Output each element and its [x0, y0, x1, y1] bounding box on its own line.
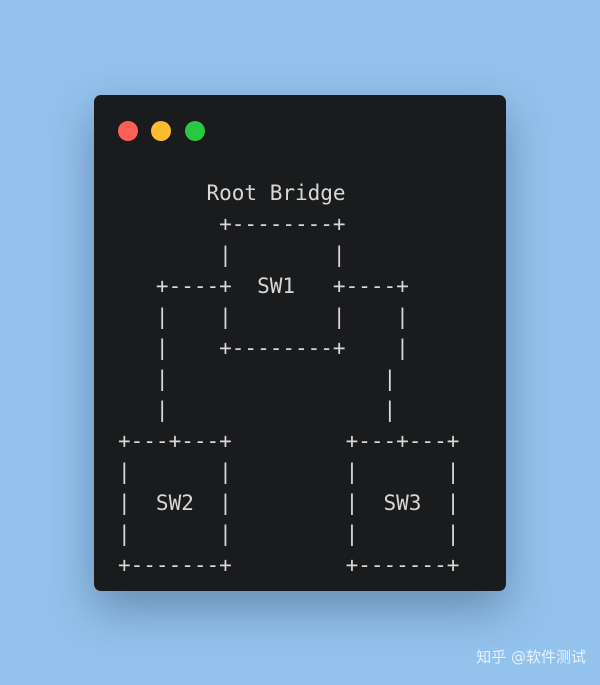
- diagram-line-sw1-side-lower: | | | |: [118, 305, 409, 329]
- close-button[interactable]: [118, 121, 138, 141]
- diagram-line-link-1: | |: [118, 367, 397, 391]
- diagram-line-sw2-sw3-top: +---+---+ +---+---+: [118, 429, 460, 453]
- diagram-line-sw2-sw3-side-lower: | | | |: [118, 522, 460, 546]
- diagram-line-sw1-bottom: | +--------+ |: [118, 336, 409, 360]
- diagram-line-root-label: Root Bridge: [118, 181, 346, 205]
- diagram-line-sw1-top: +--------+: [118, 212, 346, 236]
- diagram-line-link-2: | |: [118, 398, 397, 422]
- diagram-line-sw2-sw3-side: | | | |: [118, 460, 460, 484]
- terminal-window: Root Bridge +--------+ | | +----+ SW1 +-…: [94, 95, 506, 591]
- diagram-line-sw1-label: +----+ SW1 +----+: [118, 274, 409, 298]
- diagram-line-sw1-side: | |: [118, 243, 346, 267]
- watermark-text: 知乎 @软件测试: [476, 648, 586, 666]
- minimize-button[interactable]: [151, 121, 171, 141]
- diagram-line-sw2-sw3-label: | SW2 | | SW3 |: [118, 491, 460, 515]
- maximize-button[interactable]: [185, 121, 205, 141]
- network-topology-diagram: Root Bridge +--------+ | | +----+ SW1 +-…: [118, 95, 459, 576]
- diagram-line-sw2-sw3-bottom: +-------+ +-------+: [118, 553, 460, 577]
